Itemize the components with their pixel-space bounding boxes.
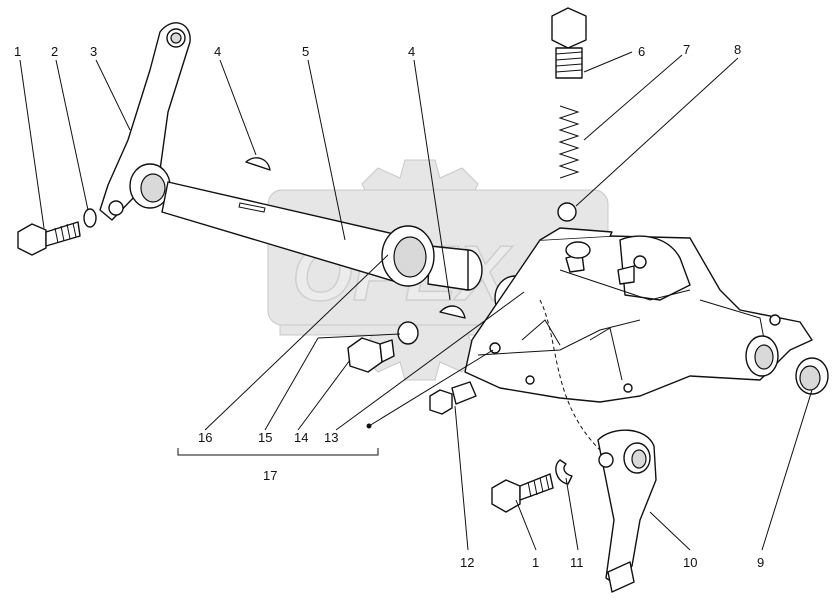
callout-5: 5: [302, 44, 309, 59]
group-bracket: [177, 448, 379, 456]
washer-upper: [83, 208, 97, 228]
washer-plug: [397, 321, 419, 345]
callout-9: 9: [757, 555, 764, 570]
callout-4-upper: 4: [214, 44, 221, 59]
lock-washer: [555, 459, 573, 485]
callout-15: 15: [258, 430, 272, 445]
ball: [557, 202, 577, 222]
callout-4-lower: 4: [408, 44, 415, 59]
leader-lines: [19, 51, 813, 551]
bolt-lower: [491, 473, 554, 513]
lever-arm: [99, 22, 191, 221]
callout-17: 17: [263, 468, 277, 483]
callout-10: 10: [683, 555, 697, 570]
callout-16: 16: [198, 430, 212, 445]
callout-6: 6: [638, 44, 645, 59]
callout-8: 8: [734, 42, 741, 57]
callout-11: 11: [570, 555, 584, 570]
lower-lever: [597, 429, 657, 593]
bolt-upper: [17, 221, 81, 256]
key-upper: [245, 157, 271, 171]
callout-2: 2: [51, 44, 58, 59]
callout-1-lower: 1: [532, 555, 539, 570]
ring-seal: [795, 357, 829, 395]
plug-nut: [551, 7, 587, 79]
callout-12: 12: [460, 555, 474, 570]
callout-7: 7: [683, 42, 690, 57]
callout-3: 3: [90, 44, 97, 59]
fitting: [429, 381, 477, 415]
callout-14: 14: [294, 430, 308, 445]
drain-plug: [347, 337, 395, 373]
key-lower: [439, 305, 466, 319]
housing: [464, 227, 813, 451]
callout-13: 13: [324, 430, 338, 445]
callout-1-upper: 1: [14, 44, 21, 59]
spring: [558, 105, 580, 179]
callout-labels: 1 2 3 4 5 4 6 7 8 16 15 14 13 17 12 1 11…: [14, 42, 764, 570]
